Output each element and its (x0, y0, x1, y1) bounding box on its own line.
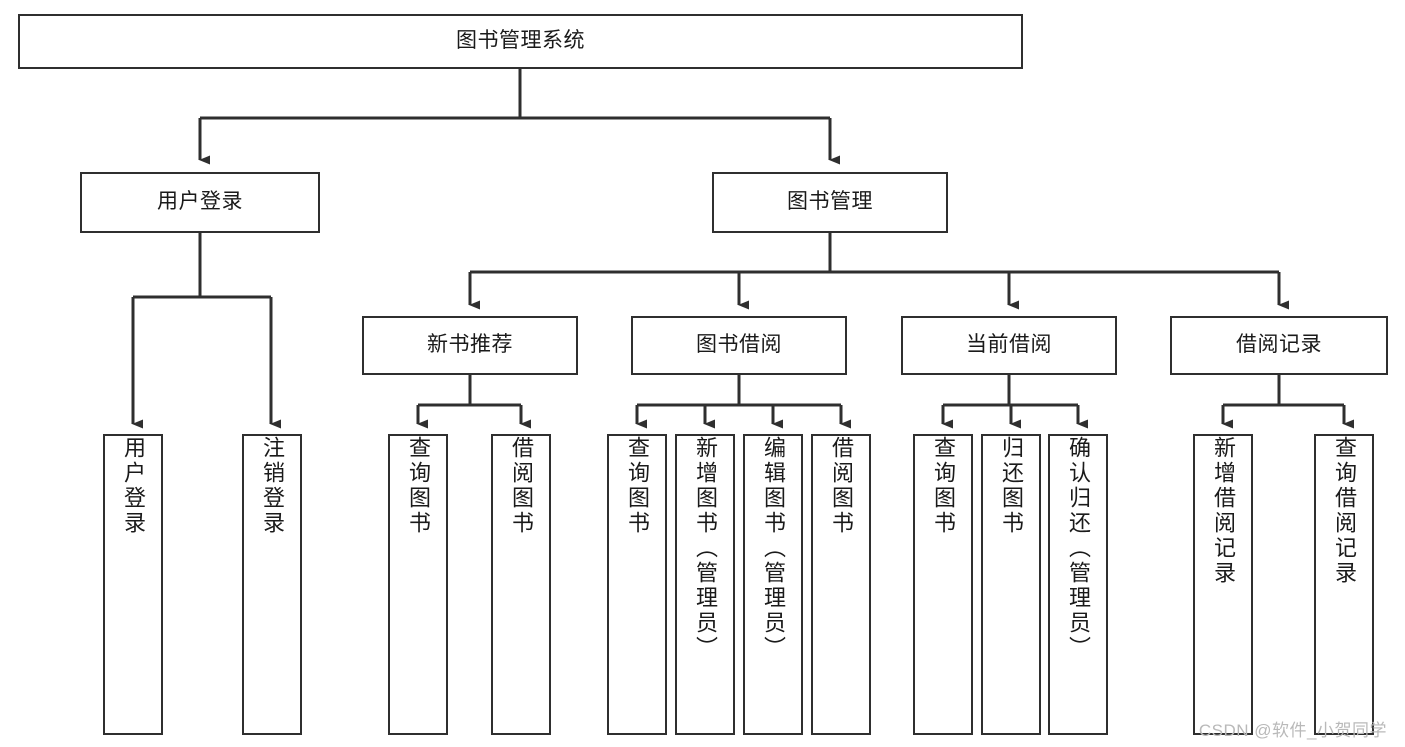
leaf-user-login[interactable]: 用户登录 (103, 434, 163, 735)
leaf-logout-label: 注销登录 (260, 436, 285, 536)
node-borrow-record-label: 借阅记录 (1236, 333, 1322, 357)
leaf-query-borrow-record-label: 查询借阅记录 (1332, 436, 1357, 586)
node-new-book-recommend[interactable]: 新书推荐 (362, 316, 578, 375)
node-current-borrow-label: 当前借阅 (966, 333, 1052, 357)
node-root-label: 图书管理系统 (456, 29, 585, 53)
leaf-add-borrow-record-label: 新增借阅记录 (1211, 436, 1236, 586)
node-new-book-recommend-label: 新书推荐 (427, 333, 513, 357)
node-book-borrow-label: 图书借阅 (696, 333, 782, 357)
leaf-add-book-admin-label: 新增图书（管理员） (693, 436, 718, 661)
node-current-borrow[interactable]: 当前借阅 (901, 316, 1117, 375)
node-book-borrow[interactable]: 图书借阅 (631, 316, 847, 375)
node-borrow-record[interactable]: 借阅记录 (1170, 316, 1388, 375)
leaf-query-book-borrow-label: 查询图书 (625, 436, 650, 536)
leaf-edit-book-admin[interactable]: 编辑图书（管理员） (743, 434, 803, 735)
node-book-manage[interactable]: 图书管理 (712, 172, 948, 233)
node-user-login[interactable]: 用户登录 (80, 172, 320, 233)
leaf-logout[interactable]: 注销登录 (242, 434, 302, 735)
leaf-add-borrow-record[interactable]: 新增借阅记录 (1193, 434, 1253, 735)
node-book-manage-label: 图书管理 (787, 190, 873, 214)
leaf-confirm-return-admin-label: 确认归还（管理员） (1066, 436, 1091, 661)
leaf-add-book-admin[interactable]: 新增图书（管理员） (675, 434, 735, 735)
leaf-query-book-current[interactable]: 查询图书 (913, 434, 973, 735)
node-user-login-label: 用户登录 (157, 190, 243, 214)
leaf-query-book-current-label: 查询图书 (931, 436, 956, 536)
leaf-query-book-new[interactable]: 查询图书 (388, 434, 448, 735)
leaf-query-book-new-label: 查询图书 (406, 436, 431, 536)
leaf-borrow-book-new-label: 借阅图书 (509, 436, 534, 536)
leaf-borrow-book-new[interactable]: 借阅图书 (491, 434, 551, 735)
leaf-user-login-label: 用户登录 (121, 436, 146, 536)
leaf-return-book[interactable]: 归还图书 (981, 434, 1041, 735)
leaf-edit-book-admin-label: 编辑图书（管理员） (761, 436, 786, 661)
leaf-return-book-label: 归还图书 (999, 436, 1024, 536)
node-root[interactable]: 图书管理系统 (18, 14, 1023, 69)
leaf-query-book-borrow[interactable]: 查询图书 (607, 434, 667, 735)
leaf-confirm-return-admin[interactable]: 确认归还（管理员） (1048, 434, 1108, 735)
leaf-borrow-book[interactable]: 借阅图书 (811, 434, 871, 735)
leaf-borrow-book-label: 借阅图书 (829, 436, 854, 536)
leaf-query-borrow-record[interactable]: 查询借阅记录 (1314, 434, 1374, 735)
